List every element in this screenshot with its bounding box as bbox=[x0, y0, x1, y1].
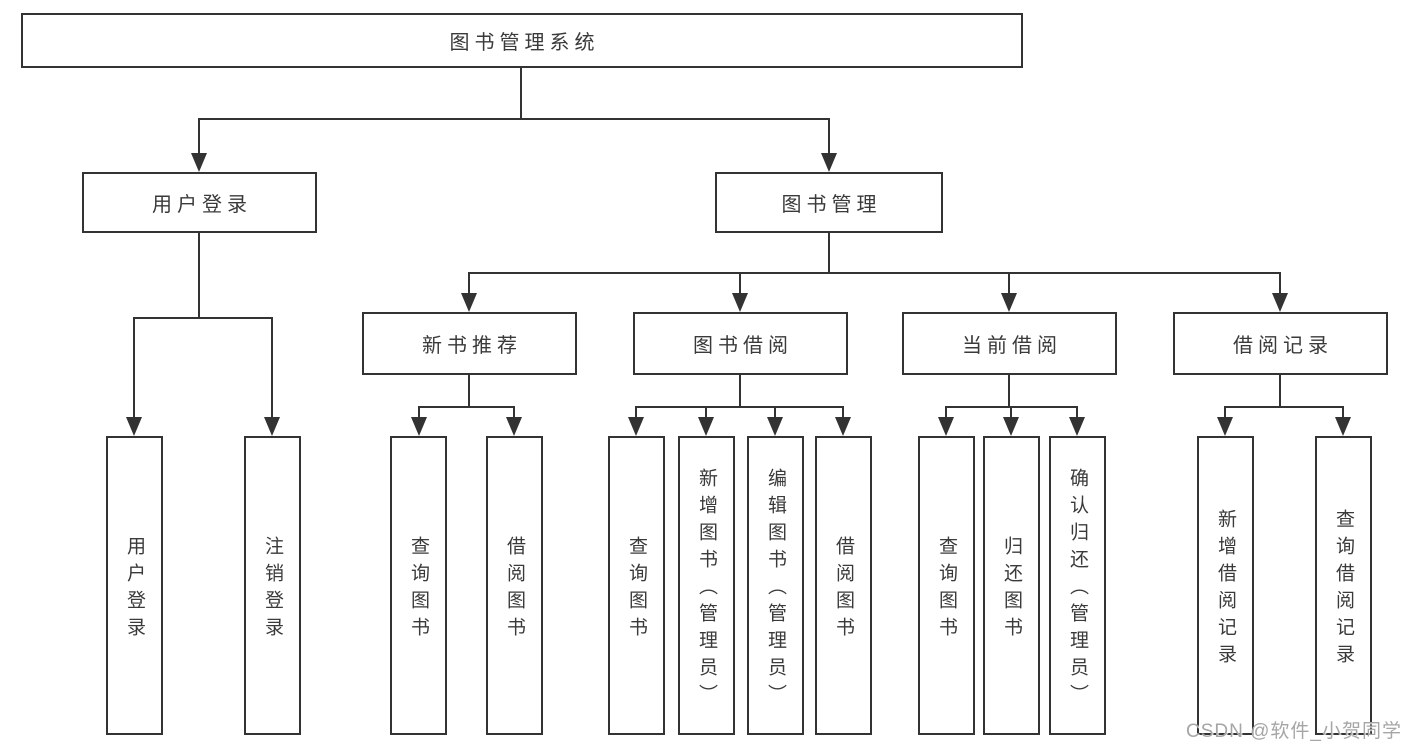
connector-line bbox=[1010, 406, 1012, 419]
node-book-management: 图书管理 bbox=[715, 172, 943, 233]
node-library-management-system: 图书管理系统 bbox=[21, 13, 1023, 68]
connector-line bbox=[828, 118, 830, 156]
leaf-borrow-books: 借阅图书 bbox=[815, 436, 872, 735]
connector-line bbox=[198, 118, 830, 120]
leaf-logout: 注销登录 bbox=[244, 436, 301, 735]
connector-line bbox=[739, 375, 741, 408]
connector-line bbox=[1342, 406, 1344, 419]
connector-line bbox=[271, 317, 273, 418]
arrow-down-icon bbox=[191, 153, 207, 172]
node-book-borrow: 图书借阅 bbox=[633, 312, 848, 375]
arrow-down-icon bbox=[938, 417, 954, 436]
leaf-query-books-recommend: 查询图书 bbox=[390, 436, 447, 735]
leaf-borrow-books-recommend: 借阅图书 bbox=[486, 436, 543, 735]
arrow-down-icon bbox=[767, 417, 783, 436]
leaf-query-books-current: 查询图书 bbox=[918, 436, 975, 735]
arrow-down-icon bbox=[1069, 417, 1085, 436]
connector-line bbox=[513, 406, 515, 419]
leaf-query-books-borrow: 查询图书 bbox=[608, 436, 665, 735]
connector-line bbox=[520, 68, 522, 120]
connector-line bbox=[635, 406, 637, 419]
arrow-down-icon bbox=[732, 293, 748, 312]
arrow-down-icon bbox=[1272, 293, 1288, 312]
arrow-down-icon bbox=[506, 417, 522, 436]
leaf-query-borrow-record: 查询借阅记录 bbox=[1315, 436, 1372, 735]
arrow-down-icon bbox=[628, 417, 644, 436]
arrow-down-icon bbox=[821, 153, 837, 172]
connector-line bbox=[468, 272, 470, 297]
watermark: CSDN @软件_小贺同学 bbox=[1186, 721, 1402, 742]
connector-line bbox=[1008, 272, 1010, 297]
connector-line bbox=[198, 233, 200, 319]
connector-line bbox=[1279, 272, 1281, 297]
arrow-down-icon bbox=[461, 293, 477, 312]
arrow-down-icon bbox=[264, 417, 280, 436]
node-borrow-records: 借阅记录 bbox=[1173, 312, 1388, 375]
connector-line bbox=[468, 272, 1281, 274]
connector-line bbox=[739, 272, 741, 297]
leaf-edit-book-admin: 编辑图书（管理员） bbox=[747, 436, 804, 735]
connector-line bbox=[468, 375, 470, 408]
connector-line bbox=[945, 406, 947, 419]
leaf-user-login: 用户登录 bbox=[106, 436, 163, 735]
arrow-down-icon bbox=[1335, 417, 1351, 436]
arrow-down-icon bbox=[835, 417, 851, 436]
connector-line bbox=[774, 406, 776, 419]
connector-line bbox=[133, 317, 135, 418]
connector-line bbox=[1224, 406, 1344, 408]
connector-line bbox=[1279, 375, 1281, 408]
connector-line bbox=[705, 406, 707, 419]
connector-line bbox=[1008, 375, 1010, 408]
leaf-confirm-return-admin: 确认归还（管理员） bbox=[1049, 436, 1106, 735]
connector-line bbox=[418, 406, 420, 419]
connector-line bbox=[842, 406, 844, 419]
node-current-borrow: 当前借阅 bbox=[902, 312, 1117, 375]
arrow-down-icon bbox=[411, 417, 427, 436]
arrow-down-icon bbox=[126, 417, 142, 436]
connector-line bbox=[635, 406, 844, 408]
connector-line bbox=[828, 233, 830, 274]
arrow-down-icon bbox=[1217, 417, 1233, 436]
connector-line bbox=[418, 406, 515, 408]
leaf-add-book-admin: 新增图书（管理员） bbox=[678, 436, 735, 735]
connector-line bbox=[198, 118, 200, 156]
connector-line bbox=[1076, 406, 1078, 419]
arrow-down-icon bbox=[1001, 293, 1017, 312]
leaf-add-borrow-record: 新增借阅记录 bbox=[1197, 436, 1254, 735]
node-new-book-recommend: 新书推荐 bbox=[362, 312, 577, 375]
node-user-login: 用户登录 bbox=[82, 172, 317, 233]
connector-line bbox=[1224, 406, 1226, 419]
arrow-down-icon bbox=[1003, 417, 1019, 436]
connector-line bbox=[133, 317, 273, 319]
leaf-return-book: 归还图书 bbox=[983, 436, 1040, 735]
arrow-down-icon bbox=[698, 417, 714, 436]
